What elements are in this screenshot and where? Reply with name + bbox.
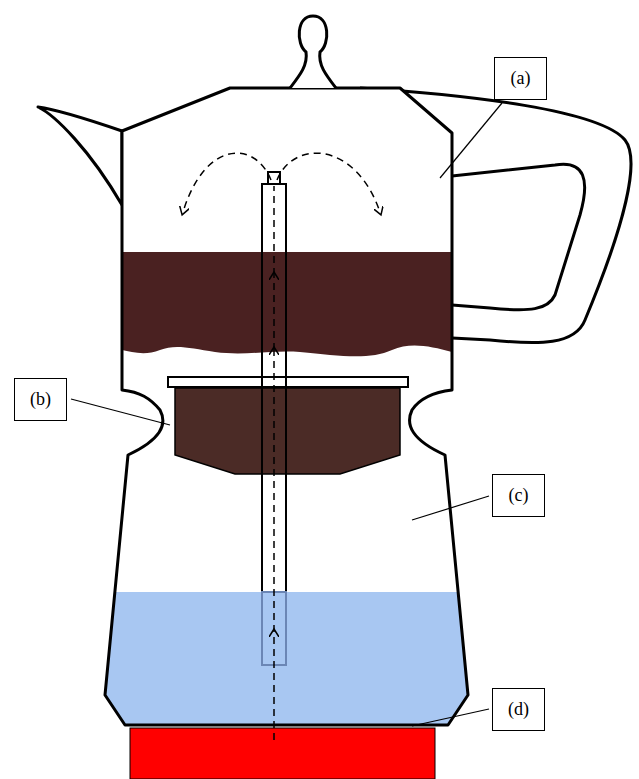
callout-box: (d): [492, 688, 545, 731]
spout: [38, 107, 122, 205]
heat-source: [130, 728, 435, 779]
leader-lines: [71, 103, 502, 726]
lid-knob: [290, 16, 336, 88]
callout-label: (a): [511, 68, 531, 89]
filter-basket: [175, 388, 400, 474]
handle-inner: [452, 164, 585, 310]
callout-label: (c): [509, 485, 529, 506]
callout-label: (d): [508, 699, 529, 720]
callout-box: (a): [494, 57, 547, 100]
callout-box: (b): [14, 378, 67, 421]
pot-body: [105, 88, 468, 725]
callout-box: (c): [492, 474, 545, 517]
water: [105, 592, 468, 725]
pot-outline: [105, 88, 468, 725]
central-tube: [262, 184, 286, 665]
callout-label: (b): [30, 389, 51, 410]
filter-plate: [168, 377, 408, 387]
flow-arrows: [183, 153, 380, 740]
